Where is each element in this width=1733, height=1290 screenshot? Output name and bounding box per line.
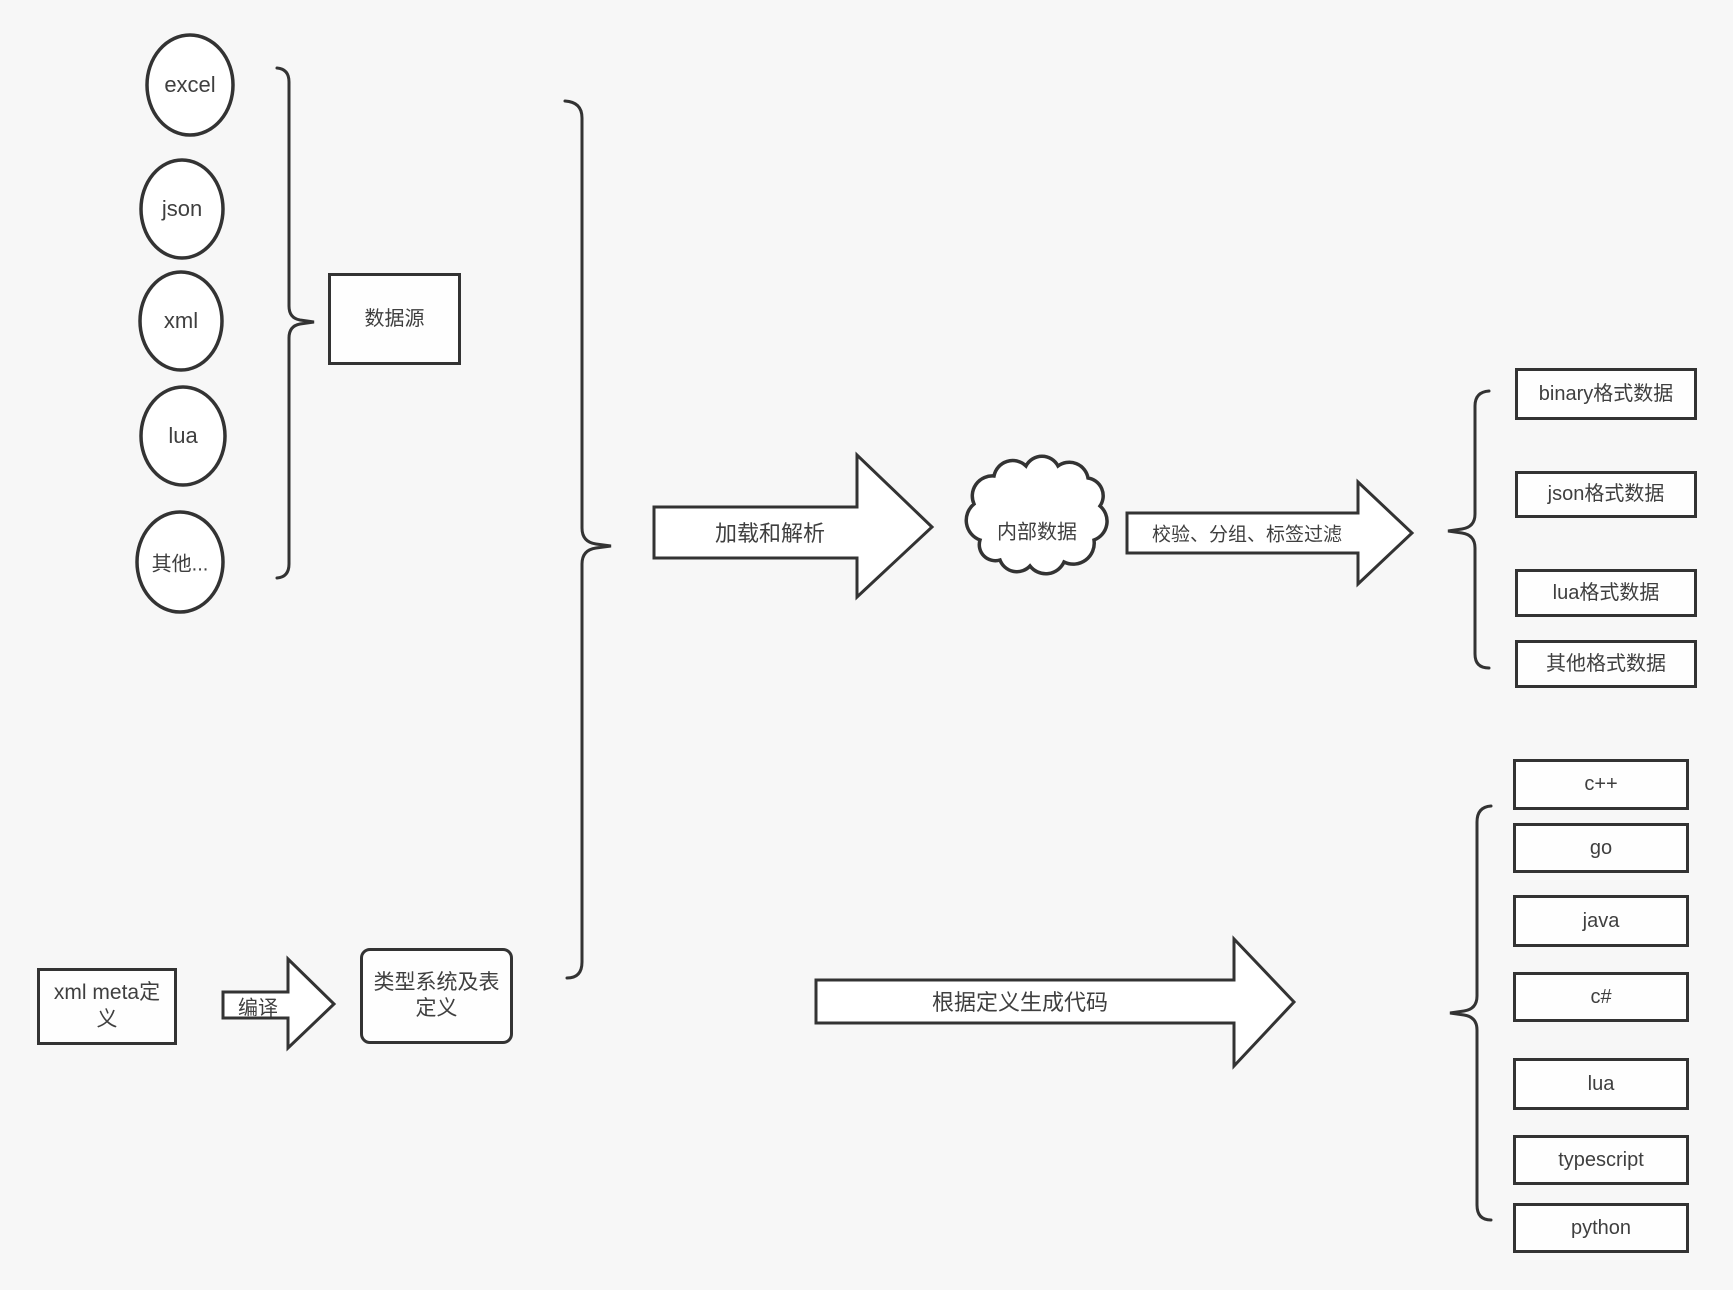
source-node-other-shape (135, 510, 225, 614)
format-box-lua: lua格式数据 (1515, 569, 1697, 617)
compile-arrow (221, 955, 337, 1052)
language-box-typescript: typescript (1513, 1135, 1689, 1185)
filter-arrow (1125, 478, 1415, 588)
source-node-xml-label: xml (163, 308, 199, 333)
source-node-other-label: 其他... (151, 553, 209, 576)
language-box-go: go (1513, 823, 1689, 873)
xml-meta-box: xml meta定 义 (37, 968, 177, 1045)
filter-arrow-label: 校验、分组、标签过滤 (1151, 524, 1343, 546)
sources-brace (275, 66, 315, 580)
codegen-arrow-label: 根据定义生成代码 (931, 990, 1109, 1015)
language-box-lua: lua (1513, 1058, 1689, 1110)
source-node-excel-shape (145, 33, 235, 137)
data-source-box: 数据源 (328, 273, 461, 365)
type-system-box: 类型系统及表 定义 (360, 948, 513, 1044)
codegen-arrow (814, 935, 1297, 1070)
source-node-excel-label: excel (164, 72, 216, 97)
source-node-json-label: json (161, 196, 203, 221)
language-box-python: python (1513, 1203, 1689, 1253)
source-node-json-shape (139, 158, 225, 260)
format-box-binary: binary格式数据 (1515, 368, 1697, 420)
format-box-other: 其他格式数据 (1515, 640, 1697, 688)
formats-brace (1447, 389, 1491, 670)
source-node-lua-shape (139, 385, 227, 487)
format-box-json: json格式数据 (1515, 471, 1697, 518)
language-box-csharp: c# (1513, 972, 1689, 1022)
source-node-xml-shape (138, 270, 224, 372)
compile-arrow-label: 编译 (238, 997, 278, 1020)
pipeline-input-brace (563, 99, 612, 980)
languages-brace (1449, 804, 1493, 1222)
internal-data-label: 内部数据 (997, 521, 1077, 544)
language-box-java: java (1513, 895, 1689, 947)
language-box-cpp: c++ (1513, 759, 1689, 810)
load-parse-arrow-label: 加载和解析 (714, 521, 826, 546)
internal-data-cloud (964, 454, 1109, 576)
source-node-lua-label: lua (168, 423, 198, 448)
load-parse-arrow (652, 451, 935, 601)
